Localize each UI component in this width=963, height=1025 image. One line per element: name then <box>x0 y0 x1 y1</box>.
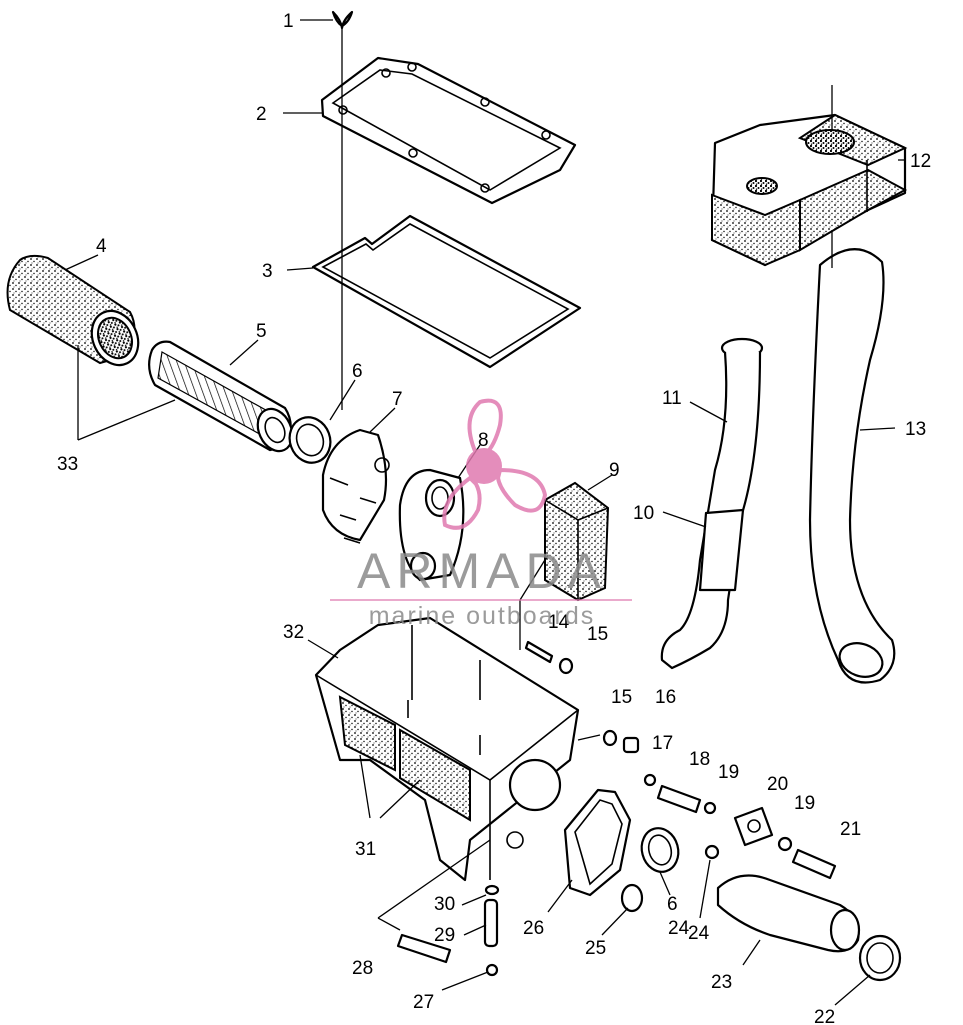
callout-19b: 19 <box>794 793 815 814</box>
callout-6a: 6 <box>352 361 363 382</box>
part-24-fitting <box>704 844 720 860</box>
callout-25: 25 <box>585 938 606 959</box>
callout-11: 11 <box>662 388 682 409</box>
callout-13: 13 <box>905 419 926 440</box>
callout-labels: 1 2 3 4 5 6 7 8 9 10 11 12 13 14 15 15 1… <box>57 11 931 1025</box>
callout-26: 26 <box>523 918 544 939</box>
part-20-check-valve <box>733 806 774 847</box>
callout-33: 33 <box>57 454 78 475</box>
callout-15b: 15 <box>611 687 632 708</box>
callout-10: 10 <box>633 503 654 524</box>
callout-3: 3 <box>262 261 273 282</box>
part-7-adapter-plate <box>321 428 390 544</box>
part-27-plug <box>485 963 499 977</box>
callout-32: 32 <box>283 622 304 643</box>
callout-27: 27 <box>413 992 434 1013</box>
part-4-foam-sleeve <box>6 254 140 367</box>
callout-14: 14 <box>548 612 570 633</box>
part-1-wing-nut <box>331 10 354 60</box>
part-15-washer-lower <box>602 729 618 747</box>
part-11-intake-tube <box>660 337 764 670</box>
callout-9: 9 <box>609 460 620 481</box>
part-5-pleated-filter <box>148 340 294 453</box>
watermark: ARMADA marine outboards <box>330 398 632 630</box>
callout-15a: 15 <box>587 624 608 645</box>
part-18-short-hose <box>656 784 702 814</box>
part-16-nut <box>622 736 640 754</box>
callout-31: 31 <box>355 839 376 860</box>
part-15-washer-upper <box>558 657 574 675</box>
callout-7: 7 <box>392 389 403 410</box>
part-29-drain-tube <box>483 898 499 948</box>
part-2-airbox-lid <box>320 56 577 205</box>
watermark-brand: ARMADA <box>357 543 607 599</box>
callout-8: 8 <box>478 430 489 451</box>
part-32-airbox-base <box>314 616 580 882</box>
callout-24a: 24 <box>668 918 690 939</box>
callout-30: 30 <box>434 894 455 915</box>
watermark-tagline: marine outboards <box>369 602 596 630</box>
callout-5: 5 <box>256 321 267 342</box>
callout-2: 2 <box>256 104 267 125</box>
part-9-foam-block <box>544 481 610 602</box>
part-14-bolt <box>524 640 554 664</box>
part-25-ring <box>620 883 644 913</box>
callout-19a: 19 <box>718 762 739 783</box>
part-6-ring-lower <box>640 827 680 873</box>
callout-24b: 24 <box>688 923 710 944</box>
callout-29: 29 <box>434 925 455 946</box>
part-10-tube-sleeve <box>698 508 745 592</box>
callout-18: 18 <box>689 749 710 770</box>
callout-12: 12 <box>910 151 931 172</box>
callout-28: 28 <box>352 958 373 979</box>
callout-21: 21 <box>840 819 861 840</box>
part-19-clamp <box>703 801 717 815</box>
part-30-washer <box>484 884 500 896</box>
callout-16: 16 <box>655 687 676 708</box>
callout-17: 17 <box>652 733 673 754</box>
part-28-drain-hose <box>396 933 452 964</box>
callout-6b: 6 <box>667 894 678 915</box>
leader-lines <box>64 19 905 1006</box>
propeller-logo-icon <box>442 398 548 530</box>
part-12-silencer-block <box>710 85 908 267</box>
part-3-gasket <box>311 60 582 410</box>
part-21-tube <box>791 848 837 880</box>
part-23-outlet-hose <box>716 874 861 953</box>
part-22-clamp <box>858 934 902 982</box>
part-8-outlet-adapter <box>398 468 465 582</box>
part-19-clamp-b <box>777 836 793 852</box>
part-13-long-tube <box>808 230 896 684</box>
callout-4: 4 <box>96 236 107 257</box>
part-6-ring-upper <box>288 416 332 464</box>
callout-1: 1 <box>283 11 294 32</box>
callout-22: 22 <box>814 1007 835 1025</box>
part-17-clip <box>643 773 657 787</box>
callout-20: 20 <box>767 774 788 795</box>
part-26-gasket-plate <box>563 788 632 897</box>
callout-23: 23 <box>711 972 732 993</box>
